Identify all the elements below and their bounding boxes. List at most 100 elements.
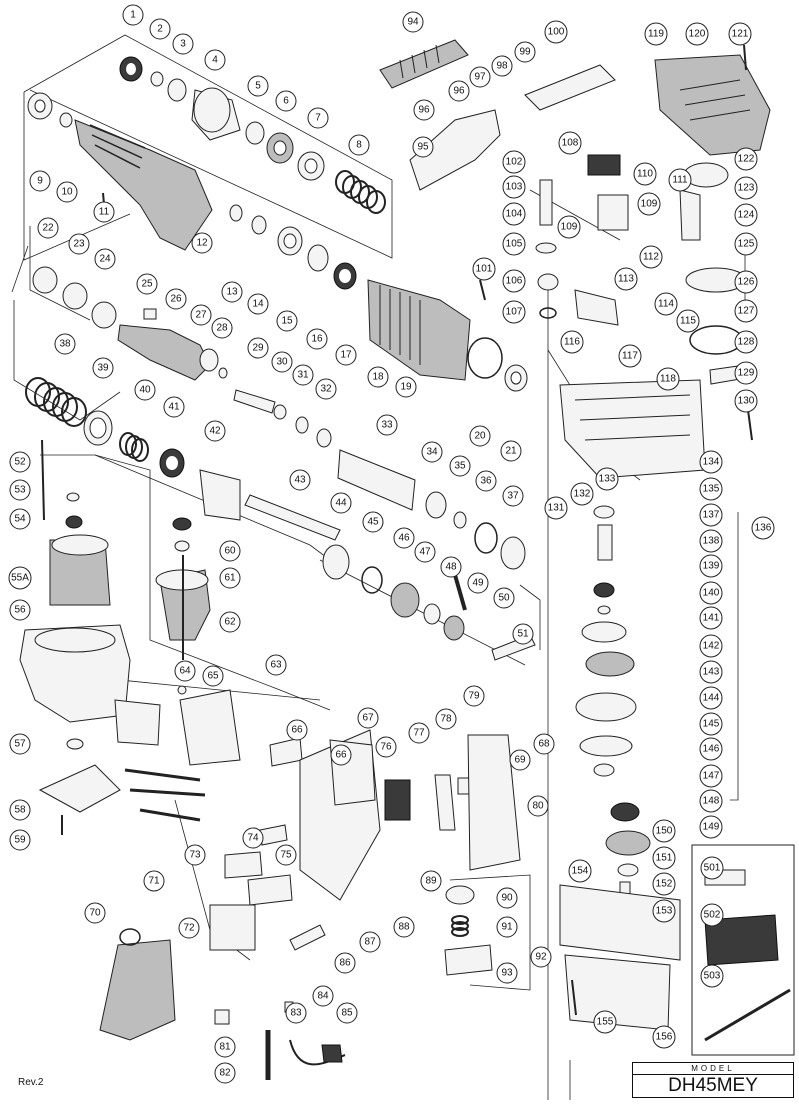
callout-circle [265, 654, 287, 676]
callout-circle [502, 232, 526, 256]
callout-circle [475, 470, 497, 492]
callout-circle [412, 136, 434, 158]
callout-number: 3 [180, 39, 186, 50]
callout-circle [699, 450, 723, 474]
callout-circle [334, 952, 356, 974]
callout-circle [219, 540, 241, 562]
callout-number: 102 [506, 157, 523, 168]
callout-101: 101 [472, 257, 496, 281]
callout-number: 123 [738, 183, 755, 194]
callout-circle [493, 587, 515, 609]
callout-circle [393, 527, 415, 549]
callout-143: 143 [699, 660, 723, 684]
callout-circle [654, 292, 678, 316]
callout-circle [348, 134, 370, 156]
callout-circle [204, 49, 226, 71]
callout-circle [271, 351, 293, 373]
callout-63: 63 [265, 654, 287, 676]
callout-circle [734, 203, 758, 227]
callout-2: 2 [149, 18, 171, 40]
callout-number: 56 [14, 605, 26, 616]
callout-circle [163, 396, 185, 418]
callout-circle [595, 467, 619, 491]
callout-circle [700, 964, 724, 988]
callout-number: 34 [426, 447, 438, 458]
callout-17: 17 [335, 344, 357, 366]
callout-circle [56, 181, 78, 203]
callout-number: 117 [622, 351, 638, 362]
callout-circle [491, 55, 513, 77]
callout-circle [652, 899, 676, 923]
callout-circle [149, 18, 171, 40]
callout-number: 96 [418, 105, 430, 116]
callout-24: 24 [94, 248, 116, 270]
callout-number: 33 [381, 420, 393, 431]
callout-99: 99 [514, 41, 536, 63]
callout-94: 94 [402, 11, 424, 33]
callout-number: 51 [517, 629, 529, 640]
callout-number: 29 [252, 343, 264, 354]
callout-28: 28 [211, 317, 233, 339]
callout-85: 85 [336, 1002, 358, 1024]
callout-number: 109 [641, 199, 658, 210]
callout-number: 25 [141, 279, 153, 290]
callout-110: 110 [633, 162, 657, 186]
callout-circle [699, 503, 723, 527]
callout-152: 152 [652, 872, 676, 896]
callout-86: 86 [334, 952, 356, 974]
callout-128: 128 [734, 330, 758, 354]
callout-91: 91 [496, 916, 518, 938]
callout-number: 503 [704, 971, 721, 982]
callout-circle [734, 389, 758, 413]
callout-number: 2 [157, 24, 163, 35]
callout-circle [734, 270, 758, 294]
callout-51: 51 [512, 623, 534, 645]
callout-circle [734, 232, 758, 256]
callout-number: 138 [703, 536, 720, 547]
callout-number: 31 [297, 370, 309, 381]
callout-53: 53 [9, 479, 31, 501]
callout-104: 104 [502, 202, 526, 226]
callout-circle [500, 440, 522, 462]
callout-111: 111 [668, 168, 692, 192]
callout-number: 113 [618, 274, 634, 285]
callout-circle [570, 482, 594, 506]
callout-circle [734, 361, 758, 385]
callout-76: 76 [375, 736, 397, 758]
callout-36: 36 [475, 470, 497, 492]
callout-21: 21 [500, 440, 522, 462]
callout-circle [92, 357, 114, 379]
callout-146: 146 [699, 737, 723, 761]
model-name: DH45MEY [668, 1075, 758, 1096]
callout-circle [247, 75, 269, 97]
callout-155: 155 [593, 1010, 617, 1034]
callout-number: 128 [738, 337, 755, 348]
callout-circle [496, 962, 518, 984]
callout-number: 90 [501, 893, 513, 904]
callout-number: 74 [247, 833, 259, 844]
callout-circle [676, 309, 700, 333]
callout-number: 53 [14, 485, 26, 496]
callout-circle [8, 566, 32, 590]
callout-number: 150 [656, 826, 673, 837]
callout-number: 100 [548, 27, 565, 38]
callout-circle [512, 623, 534, 645]
callout-circle [699, 634, 723, 658]
callout-circle [420, 870, 442, 892]
callout-circle [393, 916, 415, 938]
callout-circle [514, 41, 536, 63]
callout-number: 126 [738, 277, 755, 288]
callout-12: 12 [191, 232, 213, 254]
callout-number: 72 [183, 923, 195, 934]
callout-number: 22 [42, 223, 54, 234]
callout-circle [496, 916, 518, 938]
callout-38: 38 [54, 333, 76, 355]
callout-33: 33 [376, 414, 398, 436]
callout-circle [37, 217, 59, 239]
callout-circle [472, 257, 496, 281]
callout-circle [734, 176, 758, 200]
callout-circle [286, 719, 308, 741]
callout-47: 47 [414, 541, 436, 563]
callout-number: 130 [738, 396, 755, 407]
